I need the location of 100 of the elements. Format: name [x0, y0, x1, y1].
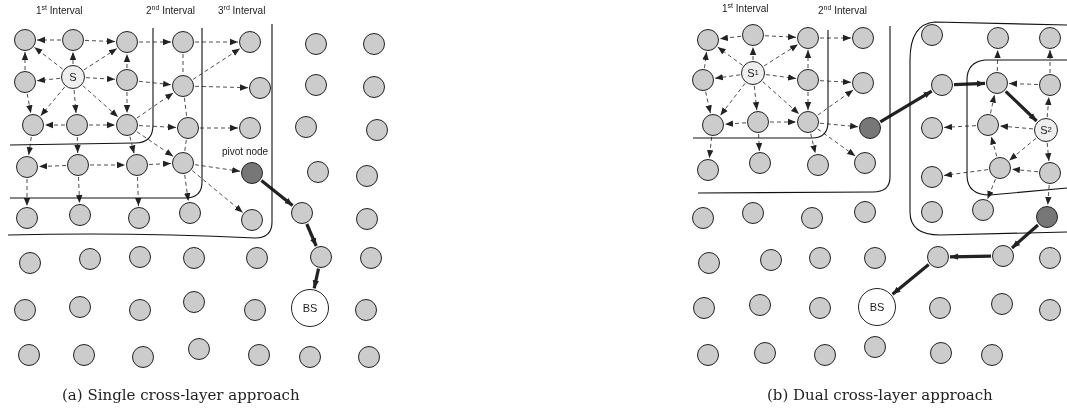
sensor-node [366, 119, 388, 141]
sensor-node [14, 299, 36, 321]
sensor-node [1039, 27, 1061, 49]
sensor-node [1039, 162, 1061, 184]
pivot-node [859, 117, 881, 139]
sensor-node [989, 157, 1011, 179]
sensor-node [358, 346, 380, 368]
sensor-node [931, 74, 953, 96]
sensor-node [921, 166, 943, 188]
sensor-node [797, 111, 819, 133]
sensor-node [809, 297, 831, 319]
pivot-node [241, 162, 263, 184]
sensor-node [310, 246, 332, 268]
sensor-node [239, 117, 261, 139]
connector-line [182, 53, 184, 75]
sensor-node [128, 207, 150, 229]
interval-label: 2$^{nd}$ Interval [146, 5, 195, 16]
sensor-node [854, 201, 876, 223]
sensor-node [116, 69, 138, 91]
sensor-node [305, 74, 327, 96]
sensor-node [760, 249, 782, 271]
base-station-node: BS [858, 288, 896, 326]
sensor-node [291, 202, 313, 224]
sensor-node [116, 114, 138, 136]
sensor-node [16, 207, 38, 229]
sensor-node [248, 344, 270, 366]
sensor-node [177, 117, 199, 139]
sensor-node [986, 72, 1008, 94]
sensor-node [129, 299, 151, 321]
sensor-node [19, 252, 41, 274]
sensor-node [172, 152, 194, 174]
sensor-node [749, 152, 771, 174]
sensor-node [244, 299, 266, 321]
sensor-node [1039, 299, 1061, 321]
node-caption: pivot node [222, 146, 269, 157]
sensor-node [987, 27, 1009, 49]
source-node: S [61, 65, 85, 89]
sensor-node [172, 75, 194, 97]
interval-label: 2$^{nd}$ Interval [818, 5, 867, 16]
base-station-node: BS [291, 289, 329, 327]
sensor-node [921, 201, 943, 223]
sensor-node [854, 152, 876, 174]
sensor-node [801, 207, 823, 229]
sensor-node [16, 156, 38, 178]
sensor-node [356, 165, 378, 187]
sensor-node [797, 27, 819, 49]
sensor-node [183, 291, 205, 313]
sensor-node [188, 338, 210, 360]
sensor-node [977, 114, 999, 136]
sensor-node [307, 161, 329, 183]
sensor-node [692, 69, 714, 91]
arrow [1004, 90, 1038, 123]
sensor-node [742, 24, 764, 46]
sensor-node [66, 114, 88, 136]
sensor-node [930, 342, 952, 364]
sensor-node [299, 346, 321, 368]
sensor-node [981, 344, 1003, 366]
sensor-node [73, 344, 95, 366]
sensor-node [246, 247, 268, 269]
sensor-node [992, 245, 1014, 267]
sensor-node [864, 247, 886, 269]
sensor-node [814, 344, 836, 366]
sensor-node [69, 296, 91, 318]
arrow [953, 80, 986, 87]
arrow [949, 253, 992, 260]
sensor-node [355, 299, 377, 321]
sensor-node [697, 29, 719, 51]
sensor-node [697, 344, 719, 366]
connector-line [184, 97, 187, 117]
sensor-node [305, 33, 327, 55]
arrow [879, 89, 933, 124]
sensor-node [295, 116, 317, 138]
sensor-node [702, 114, 724, 136]
sensor-node [18, 344, 40, 366]
sensor-node [807, 154, 829, 176]
sensor-node [14, 29, 36, 51]
sensor-node [14, 71, 36, 93]
sensor-node [172, 31, 194, 53]
sensor-node [356, 208, 378, 230]
sensor-node [927, 246, 949, 268]
sensor-node [241, 209, 263, 231]
sensor-node [129, 246, 151, 268]
sensor-node [132, 346, 154, 368]
sensor-node [67, 154, 89, 176]
sensor-node [809, 247, 831, 269]
sensor-node [972, 199, 994, 221]
sensor-node [183, 247, 205, 269]
sensor-node [249, 77, 271, 99]
sensor-node [749, 294, 771, 316]
sensor-node [179, 202, 201, 224]
arrow [312, 268, 321, 289]
sensor-node [693, 297, 715, 319]
sensor-node [363, 76, 385, 98]
sensor-node [79, 248, 101, 270]
sensor-node [239, 31, 261, 53]
interval-label: 3$^{rd}$ Interval [218, 5, 266, 16]
sensor-node [852, 72, 874, 94]
pivot-node [1036, 206, 1058, 228]
sensor-node [921, 24, 943, 46]
arrow [891, 263, 930, 296]
